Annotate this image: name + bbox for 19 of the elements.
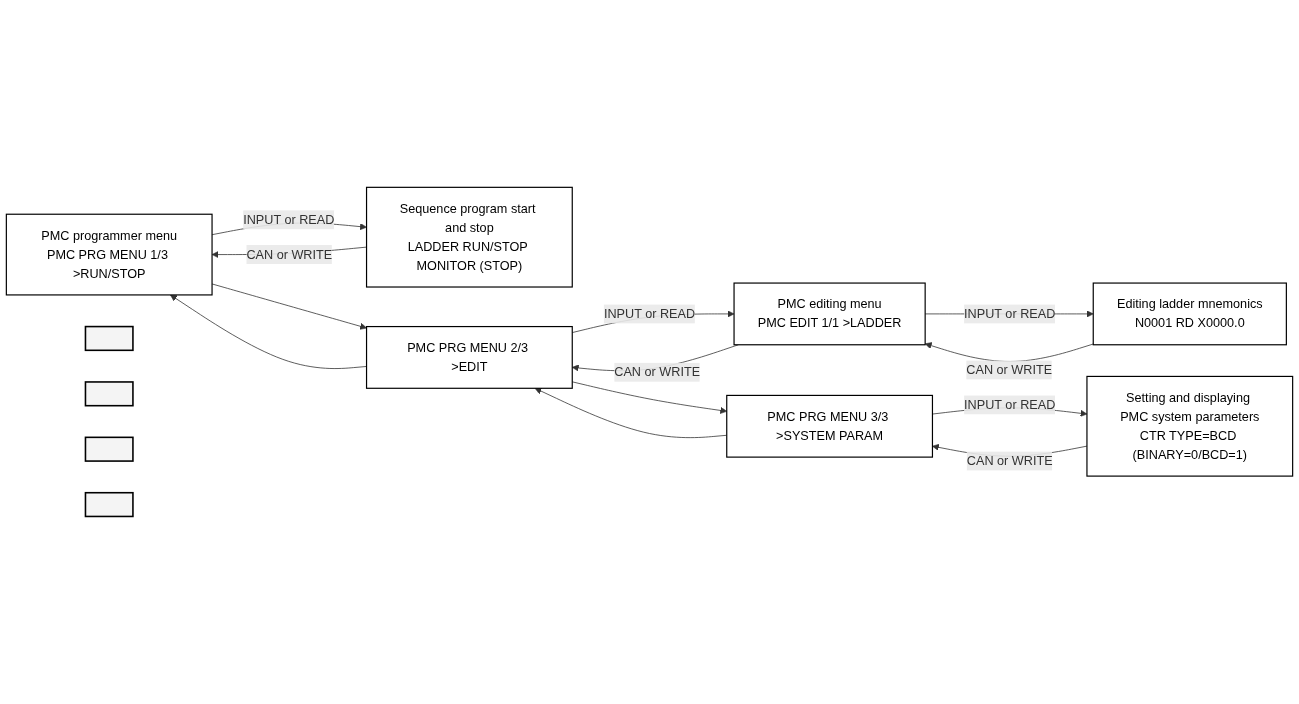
edge-label: INPUT or READ [603, 306, 696, 321]
node-box [84, 492, 134, 518]
node-box [84, 436, 134, 462]
edge-label: CAN or WRITE [614, 365, 701, 379]
edge-label: INPUT or READ [964, 397, 1056, 412]
edge-label: INPUT or READ [243, 212, 335, 227]
edge-label: INPUT or READ [964, 306, 1056, 321]
node-box [84, 381, 134, 407]
node-box: Editing ladder mnemonics N0001 RD X0000.0 [1092, 282, 1287, 346]
node-box: PMC editing menu PMC EDIT 1/1 >LADDER [733, 282, 926, 346]
node-box: Sequence program start and stop LADDER RUN/STOP MONITOR (STOP) [365, 186, 573, 288]
edge-label: CAN or WRITE [966, 362, 1053, 377]
node-box: PMC programmer menu PMC PRG MENU 1/3 >RUN/STOP [5, 213, 213, 296]
edge-label: CAN or WRITE [966, 454, 1053, 468]
node-box: Setting and displaying PMC system parameters CTR TYPE=BCD (BINARY=0/BCD=1) [1086, 375, 1294, 477]
edge-label: CAN or WRITE [246, 247, 333, 262]
node-box [84, 325, 134, 352]
node-box: PMC PRG MENU 2/3 >EDIT [365, 326, 573, 389]
node-box: PMC PRG MENU 3/3 >SYSTEM PARAM [726, 394, 934, 458]
